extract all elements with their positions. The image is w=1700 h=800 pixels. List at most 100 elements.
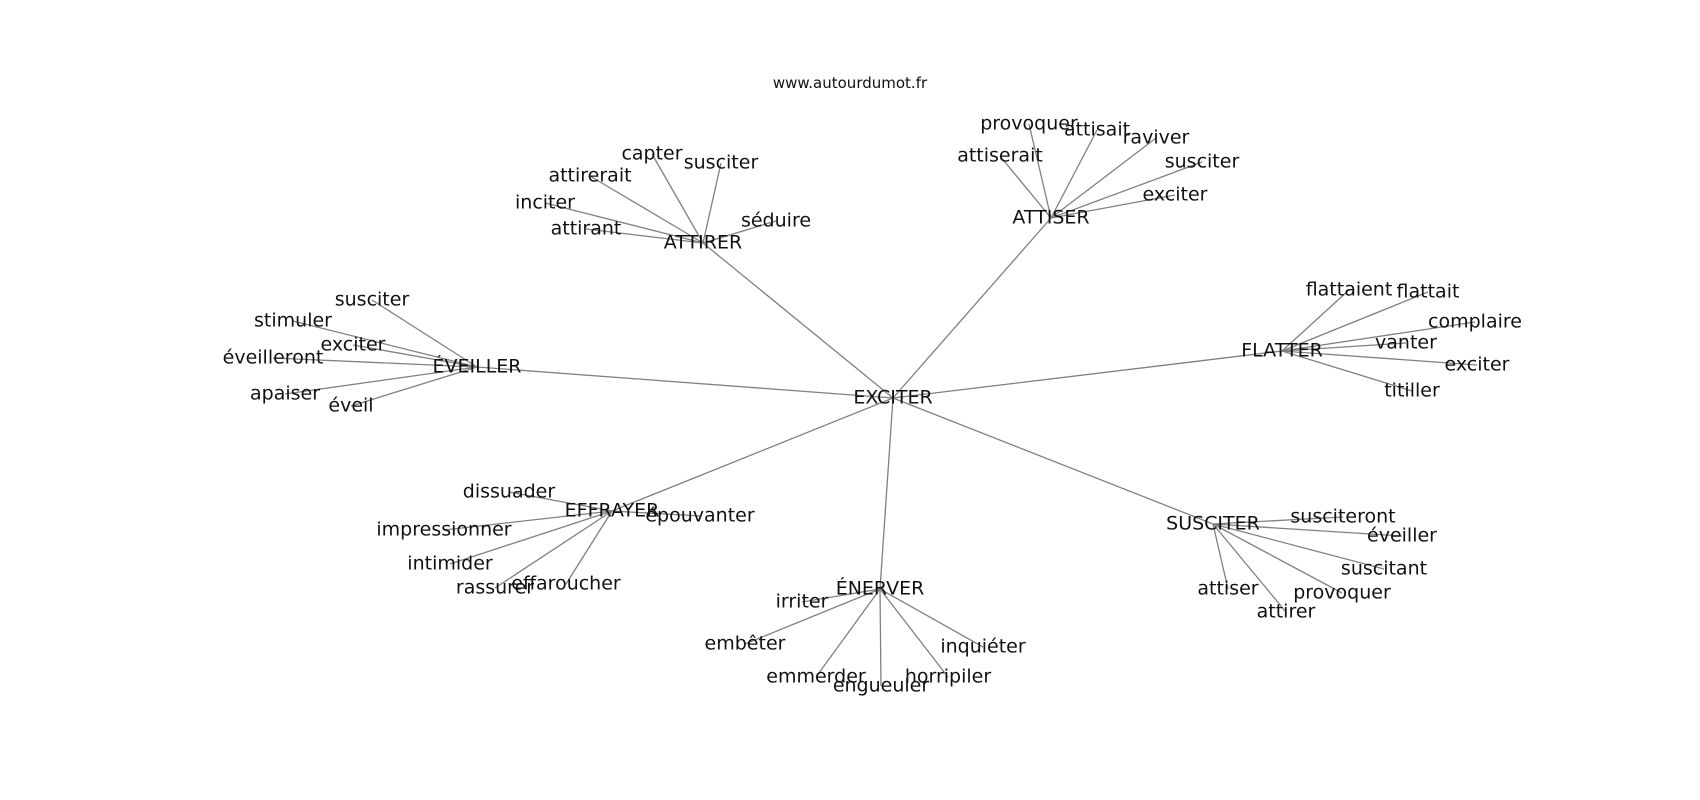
edge-center-effrayer [611, 397, 894, 512]
edge-susciter-leaf-0 [1212, 516, 1344, 525]
edge-susciter-leaf-1 [1212, 523, 1403, 537]
edge-attiser-leaf-2 [1050, 137, 1157, 219]
edge-susciter-leaf-2 [1212, 523, 1385, 570]
edge-eveiller-leaf-2 [352, 344, 478, 368]
edge-effrayer-leaf-1 [611, 510, 701, 517]
leaf-node-attirer-4[interactable]: attirant [551, 218, 622, 240]
edge-center-susciter [892, 397, 1214, 525]
edge-eveiller-leaf-1 [292, 320, 478, 368]
edge-flatter-leaf-4 [1281, 350, 1478, 366]
edge-flatter-leaf-5 [1281, 350, 1413, 392]
edge-flatter-leaf-0 [1281, 289, 1350, 352]
edge-attirer-leaf-4 [585, 228, 704, 244]
leaf-node-flatter-4[interactable]: exciter [1445, 354, 1510, 376]
leaf-node-attirer-3[interactable]: inciter [515, 192, 575, 214]
edge-flatter-leaf-3 [1281, 342, 1407, 352]
edge-effrayer-leaf-2 [443, 510, 613, 531]
leaf-node-attiser-5[interactable]: exciter [1143, 184, 1208, 206]
leaf-node-susciter-4[interactable]: provoquer [1293, 582, 1391, 604]
edge-effrayer-leaf-3 [449, 510, 613, 565]
edge-susciter-leaf-4 [1212, 523, 1343, 594]
leaf-node-flatter-0[interactable]: flattaient [1306, 279, 1393, 301]
leaf-node-attirer-0[interactable]: capter [621, 143, 682, 165]
leaf-node-attiser-4[interactable]: susciter [1165, 151, 1240, 173]
leaf-node-eveiller-5[interactable]: éveil [328, 395, 373, 417]
leaf-node-susciter-3[interactable]: attiser [1197, 578, 1258, 600]
leaf-node-effrayer-1[interactable]: épouvanter [645, 505, 754, 527]
center-node[interactable]: EXCITER [853, 387, 932, 409]
edge-attirer-leaf-1 [702, 162, 722, 244]
edges-layer [272, 123, 1478, 687]
edge-eveiller-leaf-0 [371, 299, 478, 368]
leaf-node-effrayer-0[interactable]: dissuader [463, 481, 556, 503]
edge-attiser-leaf-1 [1050, 129, 1098, 219]
hub-node-susciter[interactable]: SUSCITER [1166, 513, 1260, 535]
leaf-node-enerver-5[interactable]: horripiler [905, 666, 992, 688]
hub-node-attirer[interactable]: ATTIRER [664, 232, 742, 254]
edge-enerver-leaf-0 [801, 588, 881, 603]
edge-center-enerver [879, 397, 894, 590]
leaf-node-attirer-1[interactable]: susciter [684, 152, 759, 174]
edge-flatter-leaf-2 [1281, 321, 1476, 352]
leaf-node-flatter-3[interactable]: vanter [1375, 332, 1437, 354]
leaf-node-susciter-2[interactable]: suscitant [1341, 558, 1427, 580]
hub-node-effrayer[interactable]: EFFRAYER [565, 500, 660, 522]
edge-effrayer-leaf-4 [565, 510, 613, 585]
edge-attiser-leaf-5 [1050, 194, 1176, 219]
leaf-node-enerver-4[interactable]: engueuler [833, 675, 930, 697]
source-label: www.autourdumot.fr [773, 74, 928, 92]
edge-eveiller-leaf-4 [284, 366, 478, 395]
edge-attirer-leaf-0 [651, 153, 704, 244]
hub-node-attiser[interactable]: ATTISER [1012, 207, 1089, 229]
edge-enerver-leaf-4 [879, 588, 882, 687]
edge-attirer-leaf-2 [589, 175, 704, 244]
leaf-node-eveiller-1[interactable]: stimuler [254, 310, 332, 332]
leaf-node-eveiller-2[interactable]: exciter [321, 334, 386, 356]
leaf-node-effrayer-2[interactable]: impressionner [376, 519, 511, 541]
leaf-node-flatter-1[interactable]: flattait [1397, 281, 1460, 303]
leaf-node-enerver-1[interactable]: embêter [705, 633, 786, 655]
edge-eveiller-leaf-3 [272, 357, 478, 368]
leaf-node-attiser-2[interactable]: raviver [1123, 127, 1190, 149]
leaf-node-susciter-1[interactable]: éveiller [1367, 525, 1437, 547]
edge-attiser-leaf-3 [999, 155, 1052, 219]
leaf-node-eveiller-3[interactable]: éveilleront [223, 347, 324, 369]
leaf-node-attirer-5[interactable]: séduire [741, 210, 811, 232]
leaf-node-attiser-3[interactable]: attiserait [957, 145, 1043, 167]
edge-center-attiser [892, 217, 1052, 399]
leaf-node-enerver-2[interactable]: inquiéter [940, 636, 1026, 658]
leaf-node-attirer-2[interactable]: attirerait [548, 165, 631, 187]
leaf-node-susciter-0[interactable]: susciteront [1290, 506, 1395, 528]
edge-effrayer-leaf-0 [508, 491, 613, 512]
edge-effrayer-leaf-5 [494, 510, 613, 589]
edge-eveiller-leaf-5 [350, 366, 478, 407]
hub-node-eveiller[interactable]: ÉVEILLER [433, 355, 522, 378]
leaf-node-eveiller-0[interactable]: susciter [335, 289, 410, 311]
edge-enerver-leaf-1 [744, 588, 881, 645]
edge-enerver-leaf-3 [815, 588, 881, 678]
leaf-node-attiser-1[interactable]: attisait [1064, 119, 1130, 141]
leaf-node-effrayer-4[interactable]: effaroucher [511, 573, 621, 595]
leaf-node-enerver-0[interactable]: irriter [776, 591, 829, 613]
edge-flatter-leaf-1 [1281, 291, 1429, 352]
edge-center-flatter [892, 350, 1283, 399]
edge-enerver-leaf-2 [879, 588, 984, 648]
edge-center-eveiller [476, 366, 894, 399]
edge-attiser-leaf-0 [1028, 123, 1052, 219]
leaf-node-susciter-5[interactable]: attirer [1257, 601, 1316, 623]
edge-attirer-leaf-5 [702, 220, 777, 244]
edge-center-attirer [702, 242, 894, 399]
leaf-node-attiser-0[interactable]: provoquer [980, 113, 1078, 135]
leaf-node-eveiller-4[interactable]: apaiser [250, 383, 320, 405]
edge-susciter-leaf-3 [1212, 523, 1229, 590]
hub-node-flatter[interactable]: FLATTER [1241, 340, 1323, 362]
edge-susciter-leaf-5 [1212, 523, 1287, 613]
edge-attiser-leaf-4 [1050, 161, 1203, 219]
leaf-node-flatter-5[interactable]: titiller [1384, 380, 1440, 402]
leaf-node-effrayer-3[interactable]: intimider [407, 553, 493, 575]
leaf-node-enerver-3[interactable]: emmerder [766, 666, 866, 688]
leaf-node-flatter-2[interactable]: complaire [1428, 311, 1522, 333]
leaf-node-effrayer-5[interactable]: rassurer [456, 577, 534, 599]
edge-enerver-leaf-5 [879, 588, 949, 678]
hub-node-enerver[interactable]: ÉNERVER [836, 577, 925, 600]
